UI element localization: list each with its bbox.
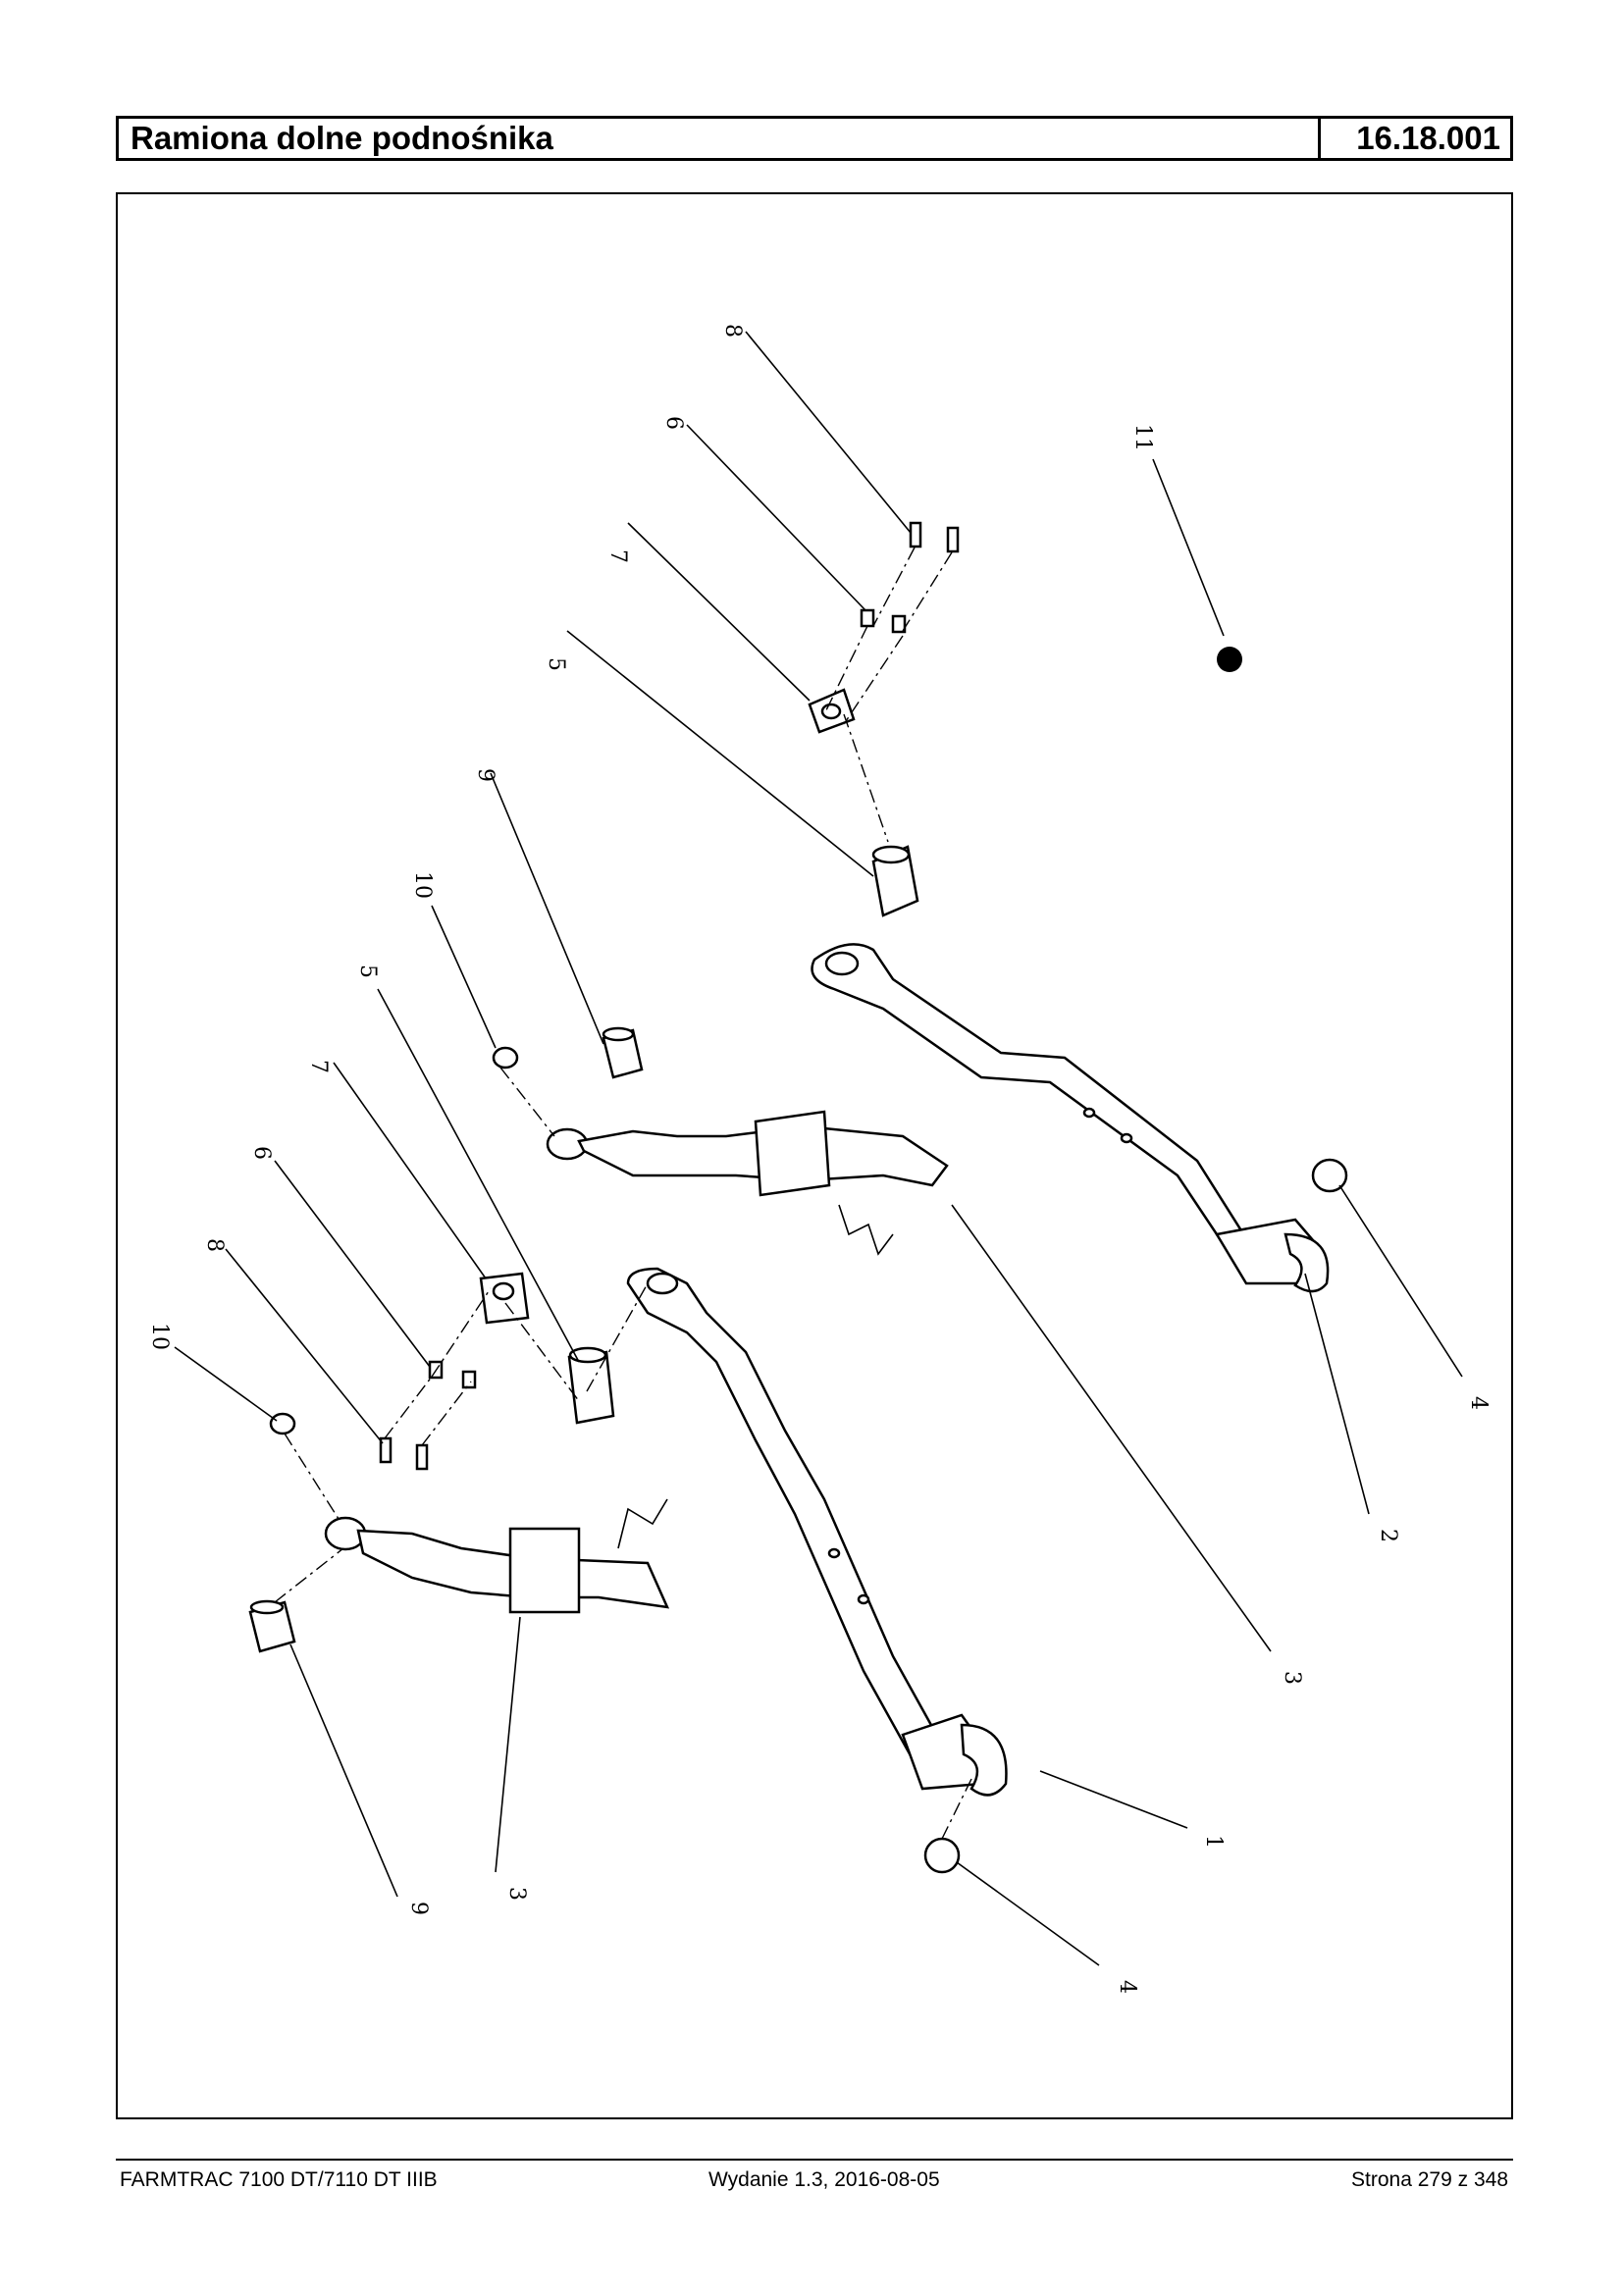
callout-7-lower: 7 [306, 1060, 331, 1073]
stabilizer-lower [324, 1498, 670, 1614]
leader-3-lower [495, 1616, 521, 1873]
callout-3-lower: 3 [504, 1887, 529, 1901]
callout-2: 2 [1376, 1529, 1400, 1542]
leader-10-lower [174, 1346, 278, 1422]
leader-5-lower [377, 988, 580, 1363]
callout-9-lower: 9 [406, 1902, 431, 1915]
nut-6-lower-b [461, 1370, 477, 1389]
callout-10-lower: 10 [147, 1323, 172, 1350]
bolt-8-upper [909, 521, 922, 548]
axis-line [843, 713, 889, 843]
pin-9-lower [248, 1599, 296, 1653]
axis-line [941, 1778, 972, 1840]
leader-11 [1152, 458, 1225, 637]
callout-7-upper: 7 [605, 549, 630, 563]
leader-7-upper [627, 522, 811, 702]
callout-5-upper: 5 [544, 657, 568, 671]
footer-divider [116, 2159, 1513, 2161]
leader-8-upper [745, 331, 912, 534]
axis-line [421, 1381, 472, 1446]
axis-line [274, 1547, 344, 1603]
page-title: Ramiona dolne podnośnika [131, 120, 553, 156]
stabilizer-upper [546, 1110, 949, 1256]
axis-line [431, 1287, 492, 1378]
ball-4-upper [1311, 1158, 1348, 1193]
nut-6-upper [860, 608, 875, 628]
callout-3-upper: 3 [1280, 1671, 1304, 1685]
footer-model: FARMTRAC 7100 DT/7110 DT IIIB [120, 2168, 438, 2191]
pin-9-upper [602, 1026, 644, 1079]
washer-7-lower [479, 1272, 530, 1325]
leader-7-lower [333, 1062, 487, 1279]
ball-4-lower [923, 1837, 961, 1874]
section-code: 16.18.001 [1318, 119, 1510, 158]
leader-1 [1039, 1770, 1188, 1829]
clip-10-upper [492, 1046, 519, 1069]
nut-6-upper-b [891, 614, 907, 634]
footer-page-number: Strona 279 z 348 [1351, 2168, 1508, 2191]
bolt-8-lower-b [415, 1443, 429, 1471]
exploded-view-drawing: 8 6 7 5 9 10 11 5 7 6 8 10 4 2 3 1 4 3 9 [116, 192, 1513, 2119]
footer-edition: Wydanie 1.3, 2016-08-05 [708, 2168, 940, 2191]
axis-line [902, 551, 953, 632]
page-header: Ramiona dolne podnośnika 16.18.001 [116, 116, 1513, 161]
callout-6-upper: 6 [661, 416, 686, 430]
leader-9-lower [289, 1643, 398, 1898]
leader-4-lower [956, 1861, 1100, 1966]
leader-10-upper [431, 905, 497, 1049]
leader-2 [1304, 1273, 1370, 1515]
axis-line [823, 625, 868, 715]
lower-arm-right [811, 943, 1330, 1293]
bolt-8-upper-b [946, 526, 960, 553]
axis-line [284, 1433, 340, 1520]
callout-6-lower: 6 [249, 1146, 274, 1160]
leader-6-lower [274, 1160, 431, 1368]
bolt-8-lower [379, 1436, 393, 1464]
axis-line [843, 635, 904, 725]
callout-8-lower: 8 [202, 1238, 227, 1252]
clip-10-lower [269, 1412, 296, 1435]
axis-line [384, 1376, 433, 1439]
leader-8-lower [225, 1248, 384, 1444]
leader-5-upper [566, 630, 874, 877]
axis-line [499, 1067, 555, 1137]
pin-5-lower [567, 1346, 615, 1425]
leader-3-upper [951, 1204, 1272, 1652]
callout-5-lower: 5 [355, 965, 380, 978]
callout-1: 1 [1201, 1835, 1226, 1849]
callout-4-lower: 4 [1115, 1980, 1139, 1994]
callout-11: 11 [1130, 424, 1155, 451]
parts-diagram: 8 6 7 5 9 10 11 5 7 6 8 10 4 2 3 1 4 3 9 [147, 324, 1491, 1994]
leader-9-upper [490, 772, 604, 1045]
callout-9-upper: 9 [473, 768, 498, 782]
axis-line [872, 547, 916, 627]
washer-7-upper [808, 688, 856, 734]
callout-8-upper: 8 [720, 324, 745, 338]
leader-6-upper [686, 424, 866, 611]
axis-line [504, 1302, 580, 1402]
pin-5-upper [871, 845, 919, 917]
callout-4-upper: 4 [1466, 1396, 1491, 1410]
item-11-dot [1217, 647, 1242, 672]
leader-4-upper [1338, 1184, 1463, 1378]
callout-10-upper: 10 [410, 871, 435, 899]
lower-arm-left [626, 1267, 1008, 1797]
axis-line [586, 1282, 649, 1392]
